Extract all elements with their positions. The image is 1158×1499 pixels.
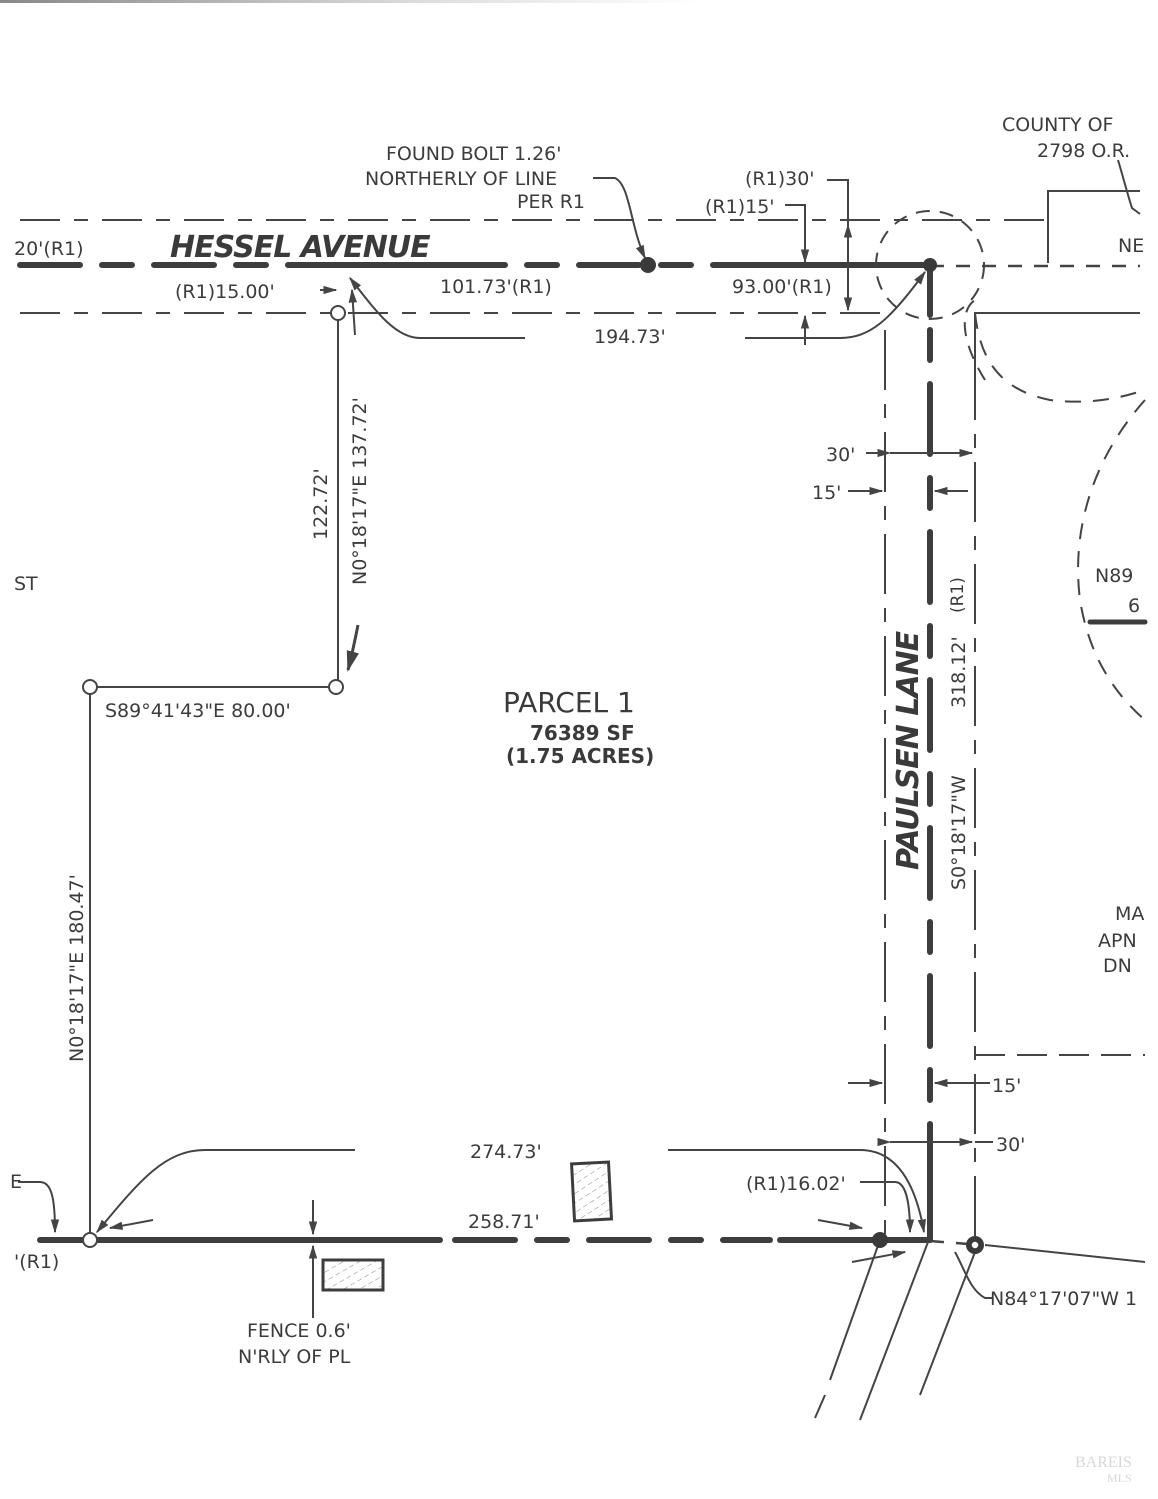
six-partial-label: 6 <box>1128 595 1140 617</box>
leader-left-edge <box>18 1181 60 1234</box>
fence-note-line-1: FENCE 0.6' <box>247 1320 351 1342</box>
arrow-sw-inner <box>108 1219 154 1230</box>
curve-arc-upper <box>974 312 1146 403</box>
bearing-north-inner-label: N0°18'17"E 137.72' <box>349 397 371 585</box>
scan-edge-artifact <box>0 0 700 3</box>
paulsen-lane-row <box>884 262 1145 1243</box>
distance-274-73-label: 274.73' <box>470 1141 542 1163</box>
curve-arrow-inner <box>346 624 360 673</box>
found-bolt-line-2: NORTHERLY OF LINE <box>365 168 557 190</box>
intersection-dimensions <box>745 179 986 381</box>
paulsen-30-top-label: 30' <box>826 444 855 466</box>
paulsen-distance-label: 318.12' <box>948 636 970 708</box>
parcel-boundary <box>37 313 969 1246</box>
fence-structures <box>308 1160 614 1318</box>
curve-arc-right <box>1077 399 1146 721</box>
distance-101-73-label: 101.73'(R1) <box>440 276 552 298</box>
paulsen-ref-label: (R1) <box>948 577 968 613</box>
r1-bottom-left-label: '(R1) <box>14 1251 59 1273</box>
hessel-avenue-row <box>17 219 1140 314</box>
dn-partial-label: DN <box>1103 955 1132 977</box>
parcel-title: PARCEL 1 <box>503 686 635 719</box>
monument-nw <box>330 305 346 321</box>
found-bolt-marker <box>640 257 656 273</box>
found-bolt-line-3: PER R1 <box>517 191 585 213</box>
paulsen-15-bottom-label: 15' <box>992 1075 1021 1097</box>
r1-15-label: (R1)15' <box>705 196 775 218</box>
shed-structure-2 <box>569 1160 614 1223</box>
paulsen-dimensions-top <box>848 448 974 496</box>
found-bolt-leader <box>593 177 646 260</box>
ne-partial-label: NE <box>1118 235 1144 257</box>
monument-sw <box>82 1232 98 1248</box>
arrow-nw-inner <box>348 288 358 336</box>
arrow-se-lower <box>851 1250 907 1263</box>
distance-93-00-label: 93.00'(R1) <box>732 276 832 298</box>
paulsen-dimensions-bottom <box>848 1078 993 1147</box>
diagonal-row-lines <box>814 1239 1146 1421</box>
monument-w <box>82 679 98 695</box>
curve-arrow-sw <box>96 1149 355 1234</box>
monument-ne <box>923 258 937 272</box>
found-bolt-line-1: FOUND BOLT 1.26' <box>386 143 561 165</box>
bearing-s89-label: S89°41'43"E 80.00' <box>105 700 291 722</box>
county-parcel-outline <box>974 159 1141 360</box>
curve-arrow-nw <box>349 276 525 339</box>
monuments <box>82 258 984 1254</box>
r1-16-02-label: (R1)16.02' <box>746 1173 846 1195</box>
distance-122-72-label: 122.72' <box>310 468 332 540</box>
st-partial-label: ST <box>14 573 38 595</box>
paulsen-30-bottom-label: 30' <box>996 1134 1025 1156</box>
hessel-avenue-label: HESSEL AVENUE <box>170 230 431 265</box>
bearing-n84-label: N84°17'07"W 1 <box>990 1288 1137 1310</box>
r1-30-label: (R1)30' <box>745 168 815 190</box>
monument-se-solid <box>872 1232 888 1248</box>
parcel-area-sf: 76389 SF <box>530 721 635 745</box>
mls-watermark-line-1: BAREIS <box>1075 1454 1132 1471</box>
curve-arrow-se <box>668 1149 926 1234</box>
fence-note-line-2: N'RLY OF PL <box>238 1346 351 1368</box>
parcel-area-acres: (1.75 ACRES) <box>506 744 654 768</box>
monument-inner <box>328 679 344 695</box>
county-line-2: 2798 O.R. <box>1037 140 1130 162</box>
r1-15-00-label: (R1)15.00' <box>175 281 275 303</box>
paulsen-bearing-label: S0°18'17"W <box>948 775 970 890</box>
mls-watermark-line-2: MLS <box>1107 1471 1132 1485</box>
e-partial-label: E <box>10 1171 22 1193</box>
distance-194-73-label: 194.73' <box>594 326 666 348</box>
leader-r1-16-02 <box>860 1181 915 1234</box>
distance-258-71-label: 258.71' <box>468 1211 540 1233</box>
county-line-1: COUNTY OF <box>1002 114 1113 136</box>
arrow-se-inner <box>817 1219 864 1230</box>
n89-partial-label: N89 <box>1095 565 1133 587</box>
apn-partial-label: APN <box>1098 930 1137 952</box>
paulsen-15-top-label: 15' <box>812 482 841 504</box>
ma-partial-label: MA <box>1115 903 1144 925</box>
paulsen-lane-label: PAULSEN LANE <box>891 630 926 870</box>
bearing-west-label: N0°18'17"E 180.47' <box>66 874 88 1062</box>
shed-structure-1 <box>321 1258 385 1292</box>
hessel-left-width-label: 20'(R1) <box>14 238 84 260</box>
